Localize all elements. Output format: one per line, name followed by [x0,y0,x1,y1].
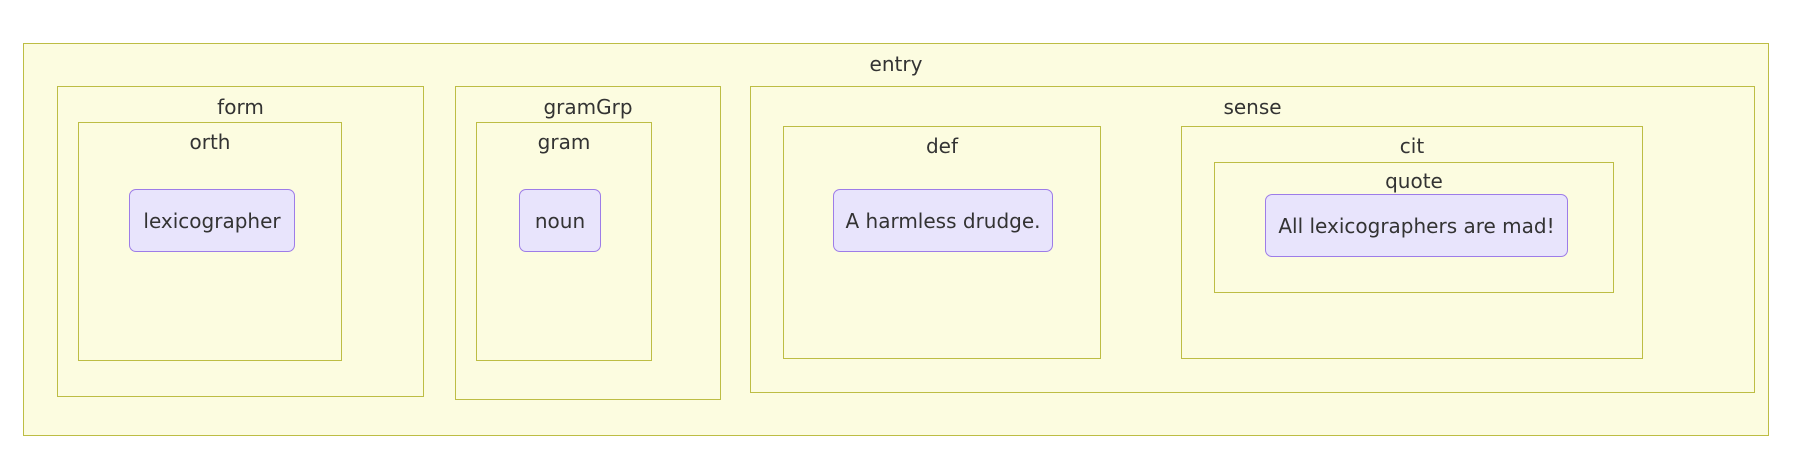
node-gram-value[interactable]: noun [519,189,601,252]
cluster-def[interactable]: def A harmless drudge. [783,126,1101,359]
cluster-gramgrp[interactable]: gramGrp gram noun [455,86,721,400]
cluster-label-entry: entry [869,52,923,76]
node-orth-value[interactable]: lexicographer [129,189,295,252]
cluster-orth[interactable]: orth lexicographer [78,122,342,361]
cluster-label-cit: cit [1399,134,1425,158]
cluster-sense[interactable]: sense def A harmless drudge. cit quote A… [750,86,1755,393]
cluster-entry[interactable]: entry form orth lexicographer gramGrp gr… [23,43,1769,436]
cluster-cit[interactable]: cit quote All lexicographers are mad! [1181,126,1643,359]
cluster-form[interactable]: form orth lexicographer [57,86,424,397]
cluster-label-sense: sense [1223,95,1282,119]
cluster-gram[interactable]: gram noun [476,122,652,361]
cluster-label-gramgrp: gramGrp [543,95,633,119]
cluster-label-def: def [925,134,959,158]
cluster-quote[interactable]: quote All lexicographers are mad! [1214,162,1614,293]
node-def-value[interactable]: A harmless drudge. [833,189,1053,252]
cluster-label-orth: orth [189,130,231,154]
cluster-label-form: form [217,95,264,119]
node-quote-value[interactable]: All lexicographers are mad! [1265,194,1568,257]
cluster-label-quote: quote [1385,169,1443,193]
cluster-label-gram: gram [537,130,591,154]
